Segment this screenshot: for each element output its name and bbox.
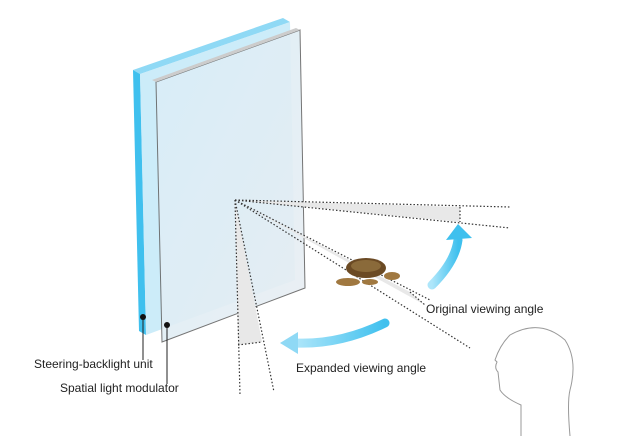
label-pointers — [140, 314, 170, 384]
rotation-arrows — [280, 224, 472, 354]
spatial-light-modulator — [152, 28, 306, 343]
viewer-head-icon — [494, 327, 574, 436]
light-rays — [234, 199, 511, 396]
turtle-image — [336, 258, 400, 286]
label-original-viewing-angle: Original viewing angle — [426, 302, 544, 316]
label-steering-backlight-unit: Steering-backlight unit — [34, 357, 153, 371]
label-spatial-light-modulator: Spatial light modulator — [60, 381, 179, 395]
label-expanded-viewing-angle: Expanded viewing angle — [296, 361, 427, 375]
